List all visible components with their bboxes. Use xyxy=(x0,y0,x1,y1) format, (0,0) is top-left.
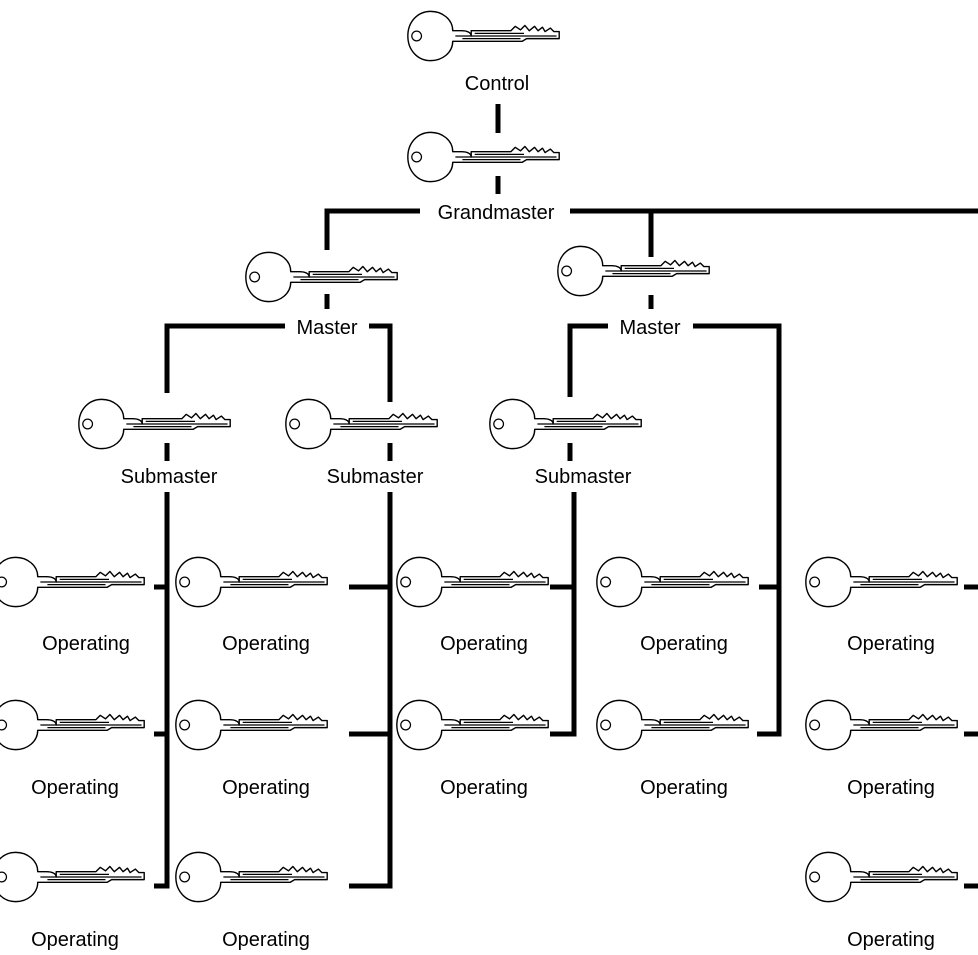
key-icon xyxy=(396,556,549,608)
key-icon xyxy=(175,851,328,903)
label-operating: Operating xyxy=(222,929,310,951)
connector-master-left-to-submaster-2 xyxy=(369,323,393,402)
connector-submaster-1-trunk xyxy=(154,492,170,889)
label-operating: Operating xyxy=(222,777,310,799)
connector-master-right-to-operating xyxy=(693,323,782,737)
label-operating: Operating xyxy=(847,633,935,655)
connector-submaster-3-trunk xyxy=(550,492,577,737)
key-icon xyxy=(805,851,958,903)
key-icon xyxy=(0,851,145,903)
key-icon xyxy=(805,556,958,608)
key-icon xyxy=(78,398,231,450)
labels: Control Grandmaster Master Master Submas… xyxy=(31,73,935,951)
label-control: Control xyxy=(465,73,529,95)
label-operating: Operating xyxy=(31,929,119,951)
key-icon xyxy=(407,10,560,62)
label-operating: Operating xyxy=(222,633,310,655)
connector-master-left-to-submaster-1 xyxy=(164,323,285,393)
label-operating: Operating xyxy=(42,633,130,655)
label-operating: Operating xyxy=(440,633,528,655)
label-submaster: Submaster xyxy=(327,466,424,488)
key-icon xyxy=(407,131,560,183)
key-icon xyxy=(596,699,749,751)
connector-master-right-to-submaster-3 xyxy=(567,323,608,397)
key-icon xyxy=(0,699,145,751)
label-submaster: Submaster xyxy=(535,466,632,488)
key-icon xyxy=(396,699,549,751)
label-master: Master xyxy=(619,317,680,339)
label-master: Master xyxy=(296,317,357,339)
keys xyxy=(0,10,958,903)
label-operating: Operating xyxy=(640,777,728,799)
label-operating: Operating xyxy=(640,633,728,655)
connector-submaster-2-trunk xyxy=(349,492,393,889)
key-icon xyxy=(285,398,438,450)
label-operating: Operating xyxy=(440,777,528,799)
connector-grandmaster-left xyxy=(324,208,420,250)
key-icon xyxy=(557,245,710,297)
key-icon xyxy=(245,251,398,303)
connector-lines xyxy=(154,104,978,889)
label-operating: Operating xyxy=(847,777,935,799)
label-operating: Operating xyxy=(31,777,119,799)
label-submaster: Submaster xyxy=(121,466,218,488)
key-icon xyxy=(489,398,642,450)
key-icon xyxy=(0,556,145,608)
label-operating: Operating xyxy=(847,929,935,951)
label-grandmaster: Grandmaster xyxy=(438,202,555,224)
key-icon xyxy=(175,699,328,751)
key-icon xyxy=(175,556,328,608)
key-icon xyxy=(596,556,749,608)
key-icon xyxy=(805,699,958,751)
